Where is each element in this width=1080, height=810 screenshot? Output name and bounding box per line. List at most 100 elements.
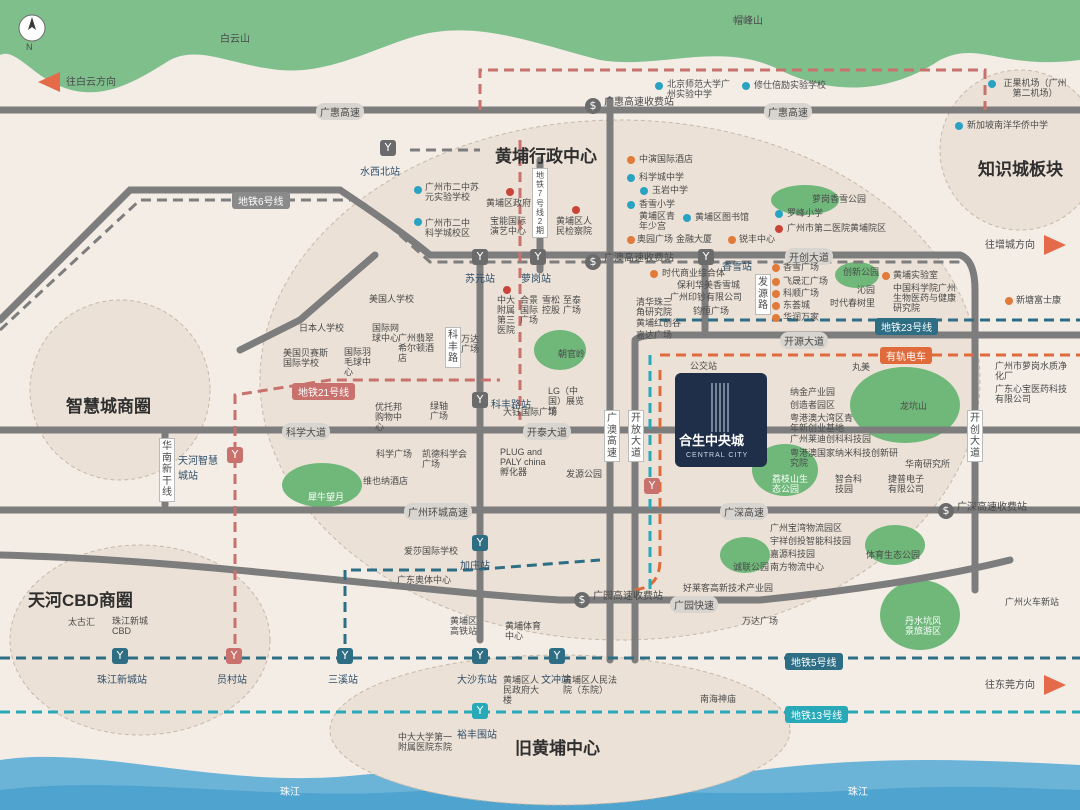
road-kechuang: 开创大道 bbox=[785, 248, 833, 265]
road-guanghui-e: 广惠高速 bbox=[764, 103, 812, 120]
toll-guangshen: 广深高速收费站 bbox=[957, 502, 1027, 513]
poi-guangzhou-lai: 广州莱迪创科科技园 bbox=[790, 434, 872, 444]
poi-jiayuan-kj: 嘉源科技园 bbox=[770, 549, 816, 559]
district-huangpu-admin: 黄埔行政中心 bbox=[495, 147, 597, 166]
poi-huangpu-sports: 黄埔体育中心 bbox=[505, 621, 542, 641]
road-guangao: 广澳高速 bbox=[604, 410, 620, 462]
road-fayuan: 发源路 bbox=[755, 274, 771, 315]
station-kefenglu: 科丰路站 bbox=[491, 400, 531, 411]
district-knowledge-city: 知识城板块 bbox=[978, 160, 1063, 179]
poi-xuesong: 雪松控股 bbox=[542, 295, 561, 315]
poi-xiniu-park: 犀牛望月 bbox=[308, 492, 345, 502]
poi-youth-palace: 黄埔区青年少宫 bbox=[639, 211, 676, 231]
poi-library: 黄埔区图书馆 bbox=[695, 212, 750, 222]
poi-zhitai: 至泰广场 bbox=[563, 295, 582, 315]
library-icon bbox=[683, 214, 691, 222]
tram-line-loop bbox=[629, 370, 662, 592]
poi-guangzhou-printing: 广州印钞有限公司 bbox=[670, 292, 743, 302]
poi-airport: 正果机场（广州第二机场） bbox=[1003, 78, 1067, 98]
poi-huanan-inst: 华南研究所 bbox=[905, 459, 951, 469]
metro-tag-21: 地铁21号线 bbox=[292, 383, 356, 400]
mall-icon bbox=[772, 278, 780, 286]
school-icon bbox=[775, 210, 783, 218]
gov-icon bbox=[506, 188, 514, 196]
poi-kexiang-plaza: 科顺广场 bbox=[783, 288, 820, 298]
poi-jiada-plaza: 嘉达广场 bbox=[636, 330, 673, 340]
metro-station-icon: Y bbox=[227, 447, 243, 463]
project-name-en: CENTRAL CITY bbox=[686, 452, 749, 459]
mountain-maofeng: 帽峰山 bbox=[733, 16, 763, 27]
poi-plug: PLUG and PALY china孵化器 bbox=[500, 447, 546, 477]
poi-luogang-water: 广州市萝岗水质净化厂 bbox=[995, 361, 1068, 381]
poi-kexue-plaza: 科学广场 bbox=[376, 449, 413, 459]
project-logo-mark bbox=[711, 383, 729, 432]
poi-dayun-plaza: 大钰国际广场 bbox=[503, 407, 558, 417]
road-kexue: 科学大道 bbox=[282, 423, 330, 440]
park-area bbox=[880, 580, 960, 650]
road-kaiyuan: 开源大道 bbox=[780, 332, 828, 349]
metro-station-icon: Y bbox=[472, 703, 488, 719]
metro-tag-23: 地铁23号线 bbox=[875, 318, 939, 335]
road-guangshen: 广深高速 bbox=[720, 503, 768, 520]
mall-icon bbox=[728, 236, 736, 244]
school-icon bbox=[627, 201, 635, 209]
mall-icon bbox=[772, 314, 780, 322]
poi-sports-eco: 体育生态公园 bbox=[866, 550, 921, 560]
road-network bbox=[0, 96, 1080, 664]
poi-qinyuan: 沁园 bbox=[857, 285, 876, 295]
metro-tag-13: 地铁13号线 bbox=[785, 706, 849, 723]
hotel-icon bbox=[627, 156, 635, 164]
school-icon bbox=[655, 82, 663, 90]
toll-icon: $ bbox=[938, 503, 954, 519]
metro-line-6 bbox=[0, 198, 960, 332]
poi-cbd-pearl: 珠江新城CBD bbox=[112, 616, 149, 636]
park-area bbox=[752, 444, 818, 496]
poi-yuegang: 粤港澳大湾区青年新创业基地 bbox=[790, 413, 854, 433]
poi-fenggang-park: 萝岗香雪公园 bbox=[812, 194, 867, 204]
poi-american-bay: 美国贝赛斯国际学校 bbox=[283, 348, 329, 368]
station-shuixibei: 水西北站 bbox=[360, 167, 400, 178]
poi-school2-hr: 广州市二中苏元实验学校 bbox=[425, 182, 480, 202]
poi-danshui: 丹水坑风景旅游区 bbox=[904, 616, 941, 636]
direction-dongguan: 往东莞方向 bbox=[985, 680, 1035, 691]
poi-lvzhou: 绿轴广场 bbox=[430, 401, 449, 421]
poi-singapore-school: 新加坡南洋华侨中学 bbox=[967, 120, 1049, 130]
project-block[interactable] bbox=[675, 373, 767, 467]
poi-train-station: 广州火车新站 bbox=[1005, 597, 1060, 607]
metro-tag-5: 地铁5号线 bbox=[785, 653, 843, 670]
poi-youtuo: 优托邦购物中心 bbox=[375, 402, 403, 432]
hospital-icon bbox=[503, 286, 511, 294]
poi-dongshen: 东荟城 bbox=[783, 300, 811, 310]
park-area bbox=[850, 367, 960, 443]
poi-taiguhui: 太古汇 bbox=[68, 617, 96, 627]
poi-court: 黄埔区人民法院（东院） bbox=[563, 675, 618, 695]
poi-bnu: 北京师范大学广州实验中学 bbox=[667, 79, 731, 99]
poi-fayuan-park: 发源公园 bbox=[566, 469, 603, 479]
poi-intl-badminton: 国际羽毛球中心 bbox=[344, 347, 372, 377]
metro-station-icon: Y bbox=[337, 648, 353, 664]
poi-kexuecheng-school: 科学城中学 bbox=[639, 172, 685, 182]
station-luogang: 萝岗站 bbox=[521, 274, 551, 285]
road-huanan: 华南新干线 bbox=[159, 438, 175, 502]
mall-icon bbox=[627, 236, 635, 244]
poi-jiepu: 捷普电子有限公司 bbox=[888, 474, 925, 494]
school-icon bbox=[414, 186, 422, 194]
toll-icon: $ bbox=[585, 254, 601, 270]
poi-huangpu-hongchuang: 黄埔红创谷 bbox=[636, 318, 682, 328]
district-smart-city: 智慧城商圈 bbox=[66, 397, 151, 416]
poi-ruifeng: 锐丰中心 bbox=[739, 234, 776, 244]
poi-sports-center: 广东奥体中心 bbox=[397, 575, 452, 585]
school-icon bbox=[414, 218, 422, 226]
poi-gongjiao: 公交站 bbox=[690, 361, 718, 371]
poi-yuhong: 宇祥创投智能科技园 bbox=[770, 536, 852, 546]
road-guanghui-w: 广惠高速 bbox=[316, 103, 364, 120]
mall-icon bbox=[772, 302, 780, 310]
poi-chuangjie: 创造者园区 bbox=[790, 400, 836, 410]
poi-huarun: 华润万家 bbox=[783, 312, 820, 322]
teal-line bbox=[343, 558, 601, 660]
tram-station-icon: Y bbox=[644, 478, 660, 494]
poi-wanmei: 丸美 bbox=[852, 362, 871, 372]
poi-innov-park: 创新公园 bbox=[843, 267, 880, 277]
river-label: 珠江 bbox=[280, 787, 300, 798]
compass-label: N bbox=[26, 42, 33, 52]
